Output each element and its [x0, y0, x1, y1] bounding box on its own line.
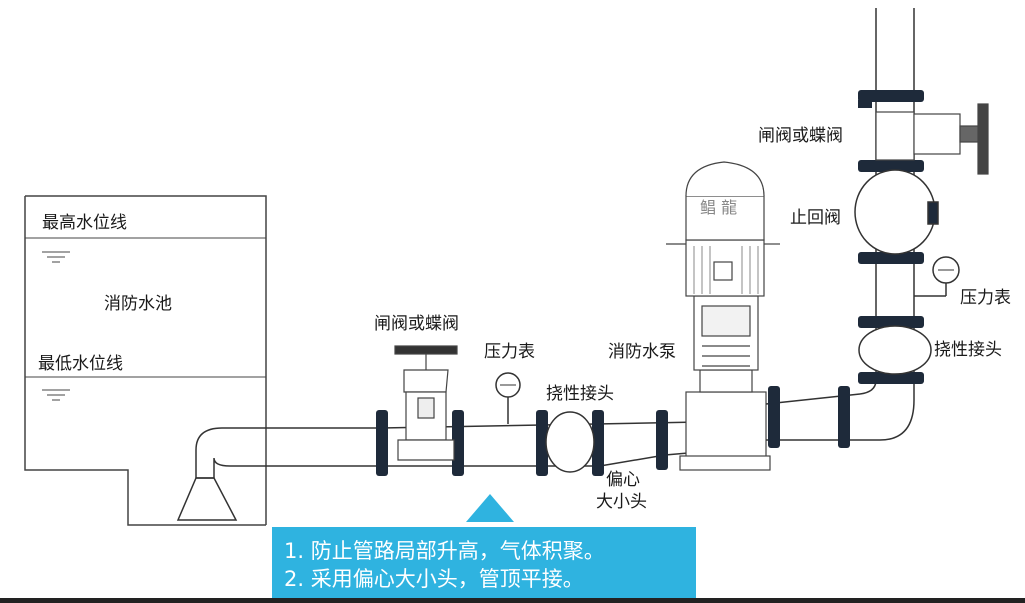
label-gate-valve-suction: 闸阀或蝶阀	[374, 314, 459, 334]
label-fire-pump: 消防水泵	[608, 342, 676, 362]
bottom-border	[0, 598, 1025, 603]
note-box: 1. 防止管路局部升高，气体积聚。 2. 采用偏心大小头，管顶平接。	[272, 527, 696, 603]
label-gate-valve-riser: 闸阀或蝶阀	[758, 126, 843, 146]
label-min-water-level: 最低水位线	[38, 354, 123, 374]
riser-pressure-gauge	[914, 256, 960, 297]
suction-pressure-gauge	[495, 372, 521, 424]
label-check-valve: 止回阀	[790, 208, 841, 228]
label-eccentric-reducer-2: 大小头	[596, 492, 647, 512]
label-fire-pool: 消防水池	[104, 294, 172, 314]
label-flex-joint-riser: 挠性接头	[934, 340, 1002, 360]
label-pressure-gauge-riser: 压力表	[960, 288, 1011, 308]
suction-gate-valve	[394, 345, 458, 461]
note-line-2: 2. 采用偏心大小头，管顶平接。	[284, 567, 584, 591]
fire-pool	[24, 195, 267, 526]
note-arrow	[466, 494, 514, 522]
label-eccentric-reducer-1: 偏心	[606, 470, 640, 490]
label-flex-joint-suction: 挠性接头	[546, 384, 614, 404]
check-valve	[854, 169, 939, 255]
fire-pump-body	[666, 161, 780, 471]
label-motor-brand: 鲳 龍	[700, 198, 738, 217]
suction-flanges	[376, 410, 668, 476]
suction-flex-joint	[545, 411, 595, 473]
riser-gate-valve	[875, 103, 989, 175]
note-line-1: 1. 防止管路局部升高，气体积聚。	[284, 539, 605, 563]
label-max-water-level: 最高水位线	[42, 213, 127, 233]
discharge-flanges	[768, 90, 924, 448]
suction-bell-mouth	[176, 427, 380, 521]
riser-flex-joint	[858, 325, 932, 375]
label-pressure-gauge-suction: 压力表	[484, 342, 535, 362]
